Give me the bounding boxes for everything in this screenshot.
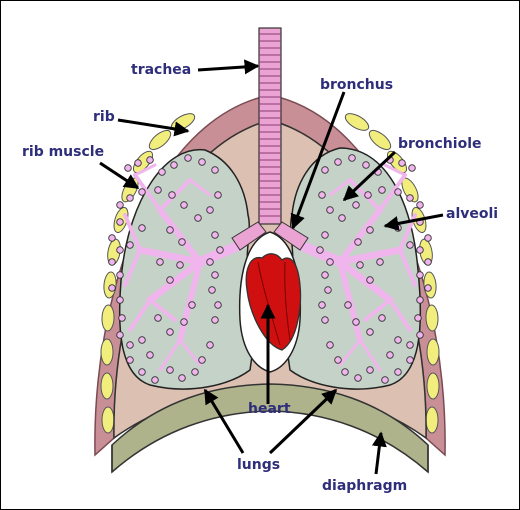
rib-bone [426,305,439,331]
label-bronchus: bronchus [320,78,393,92]
label-heart: heart [248,402,291,416]
label-bronchiole: bronchiole [398,137,482,151]
rib-bone [427,339,439,365]
rib-bone [101,373,113,399]
trachea [259,28,281,224]
label-diaphragm: diaphragm [322,479,407,493]
label-rib-muscle: rib muscle [22,145,104,159]
label-trachea: trachea [131,63,191,77]
label-lungs: lungs [237,458,280,472]
rib-bone [102,407,114,433]
rib-bone [102,305,115,331]
rib-bone [101,339,113,365]
rib-bone [426,407,438,433]
label-alveoli: alveoli [446,207,498,221]
rib-bone [146,127,174,153]
label-rib: rib [93,110,115,124]
rib-bone [343,110,372,133]
rib-bone [366,127,394,153]
rib-bone [427,373,439,399]
